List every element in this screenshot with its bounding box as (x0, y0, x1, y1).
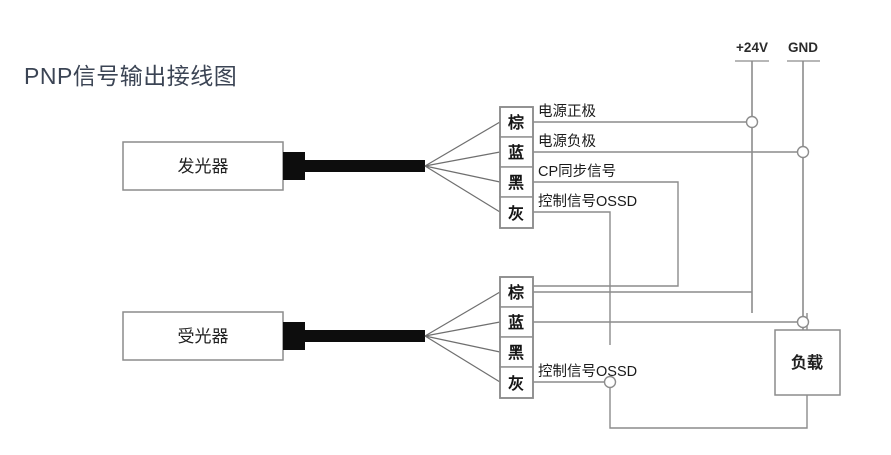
junction-node (796, 145, 810, 159)
terminal-color-gray: 灰 (508, 204, 524, 223)
terminal-color-black: 黑 (508, 174, 524, 192)
terminal-color-blue: 蓝 (508, 313, 524, 332)
junction-node (796, 315, 810, 329)
load-device: 负载 (774, 313, 841, 396)
terminal-block-frame (499, 276, 534, 399)
wire-emitter-black-cp (533, 181, 679, 287)
load-box (774, 329, 841, 396)
emitter-fanout-wires (424, 121, 501, 213)
junction-node (745, 115, 759, 129)
receiver-signal-label-ossd: 控制信号OSSD (538, 363, 637, 380)
emitter-terminal-block: 棕 蓝 黑 灰 (499, 106, 534, 229)
receiver-box (122, 311, 284, 361)
terminal-block-frame (499, 106, 534, 229)
emitter-label: 发光器 (178, 157, 229, 176)
power-rail-ground-label: GND (788, 40, 818, 55)
emitter-box (122, 141, 284, 191)
emitter-device: 发光器 (122, 141, 425, 191)
terminal-color-brown: 棕 (508, 283, 524, 302)
page-title: PNP信号输出接线图 (24, 63, 237, 89)
receiver-label: 受光器 (178, 327, 229, 346)
junction-nodes (603, 115, 810, 389)
receiver-cable (305, 330, 425, 342)
wire-emitter-gray-ossd (533, 211, 611, 345)
terminal-color-brown: 棕 (508, 113, 524, 132)
receiver-terminal-block: 棕 蓝 黑 灰 (499, 276, 534, 399)
power-rail-ground: GND (787, 40, 820, 330)
emitter-signal-label-power-positive: 电源正极 (538, 103, 596, 120)
terminal-color-black: 黑 (508, 344, 524, 362)
emitter-cable (305, 160, 425, 172)
receiver-connector (283, 322, 305, 350)
terminal-color-gray: 灰 (508, 374, 524, 393)
emitter-connector (283, 152, 305, 180)
emitter-signal-label-ossd: 控制信号OSSD (538, 193, 637, 210)
terminal-color-blue: 蓝 (508, 143, 524, 162)
junction-node (603, 375, 617, 389)
receiver-device: 受光器 (122, 311, 425, 361)
receiver-fanout-wires (424, 291, 501, 383)
emitter-signal-label-cp-sync: CP同步信号 (538, 163, 616, 180)
power-rail-positive: +24V (735, 40, 769, 313)
load-label: 负载 (791, 353, 823, 372)
emitter-signal-label-power-negative: 电源负极 (538, 133, 596, 150)
power-rail-positive-label: +24V (736, 40, 768, 55)
wire-receiver-gray-ossd-to-load (533, 381, 808, 429)
